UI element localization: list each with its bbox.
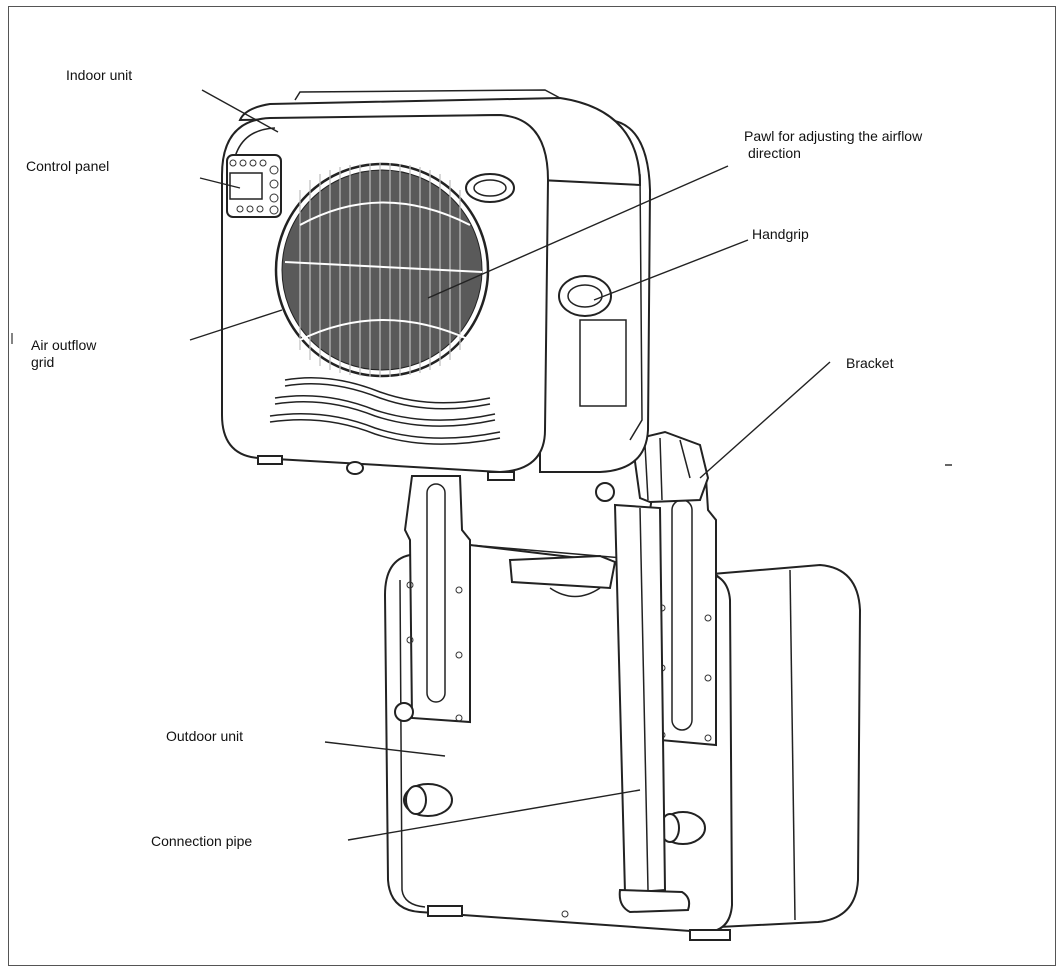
label-handgrip: Handgrip — [752, 226, 809, 242]
left-bracket — [394, 475, 471, 724]
label-air-outflow-grid-line1: Air outflow — [31, 337, 97, 353]
indoor-unit — [221, 89, 652, 481]
leader-handgrip — [593, 239, 749, 301]
label-outdoor-unit: Outdoor unit — [166, 728, 244, 744]
label-bracket: Bracket — [846, 355, 894, 371]
leader-bracket — [699, 361, 831, 479]
leader-air-outflow-grid — [189, 309, 283, 341]
label-pawl-line2: direction — [748, 145, 801, 161]
leader-outdoor-unit — [324, 741, 446, 757]
leader-control-panel — [199, 177, 241, 189]
label-connection-pipe: Connection pipe — [151, 833, 253, 849]
bracket-post — [595, 430, 710, 914]
label-pawl-line1: Pawl for adjusting the airflow — [744, 128, 923, 144]
label-indoor-unit: Indoor unit — [66, 67, 133, 83]
leader-indoor-unit — [201, 89, 279, 133]
label-control-panel: Control panel — [26, 158, 110, 174]
leader-pawl — [427, 165, 729, 299]
leader-connection-pipe — [347, 789, 641, 841]
leader-lines — [189, 89, 831, 841]
figure-frame — [8, 6, 1056, 966]
label-air-outflow-grid-line2: grid — [31, 354, 55, 370]
